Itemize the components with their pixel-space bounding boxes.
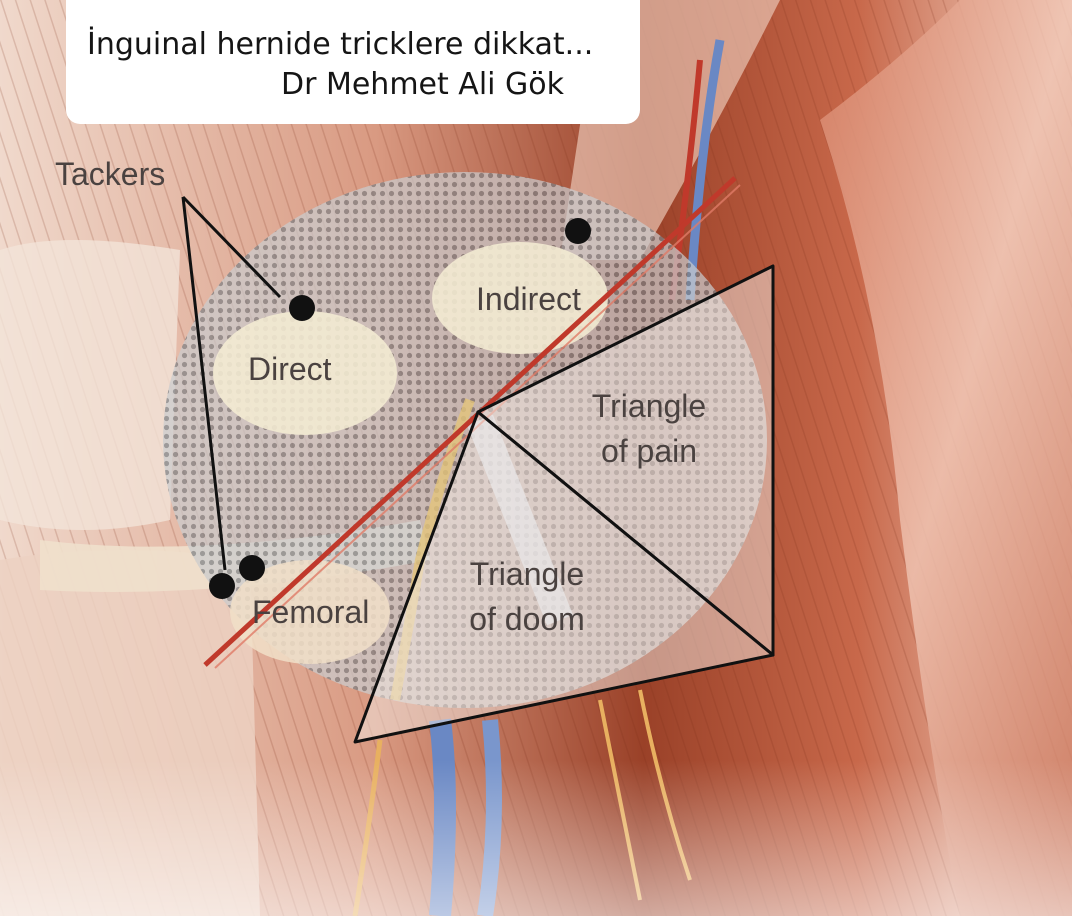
femoral-label: Femoral xyxy=(252,594,369,630)
triangle-of-doom-label-line1: Triangle xyxy=(470,556,584,592)
tacker-dot xyxy=(565,218,591,244)
tacker-dot xyxy=(209,573,235,599)
tacker-dot xyxy=(239,555,265,581)
gonadal-vein xyxy=(685,39,725,301)
triangle-of-pain-label-line2: of pain xyxy=(601,433,697,469)
right-muscle xyxy=(820,0,1072,916)
abdominal-wall xyxy=(0,240,180,530)
caption-title: İnguinal hernide tricklere dikkat... xyxy=(87,27,594,62)
femoral-hernia-site xyxy=(230,560,390,664)
caption-author: Dr Mehmet Ali Gök xyxy=(281,67,565,102)
epigastric-vessel-line xyxy=(203,176,737,667)
caption-box: İnguinal hernide tricklere dikkat... Dr … xyxy=(66,0,640,124)
tacker-pointer-line xyxy=(181,195,282,299)
triangle-of-doom xyxy=(353,410,775,744)
tacker-pointer-line xyxy=(181,196,227,571)
bottom-fade xyxy=(0,760,1072,916)
indirect-label: Indirect xyxy=(476,281,581,317)
triangle-of-doom-label-line2: of doom xyxy=(469,601,585,637)
triangle-of-pain-label-line1: Triangle xyxy=(592,388,706,424)
tacker-dot xyxy=(289,295,315,321)
tackers-label: Tackers xyxy=(55,156,165,192)
direct-label: Direct xyxy=(248,351,332,387)
indirect-hernia-site xyxy=(432,242,608,354)
direct-hernia-site xyxy=(213,311,397,435)
